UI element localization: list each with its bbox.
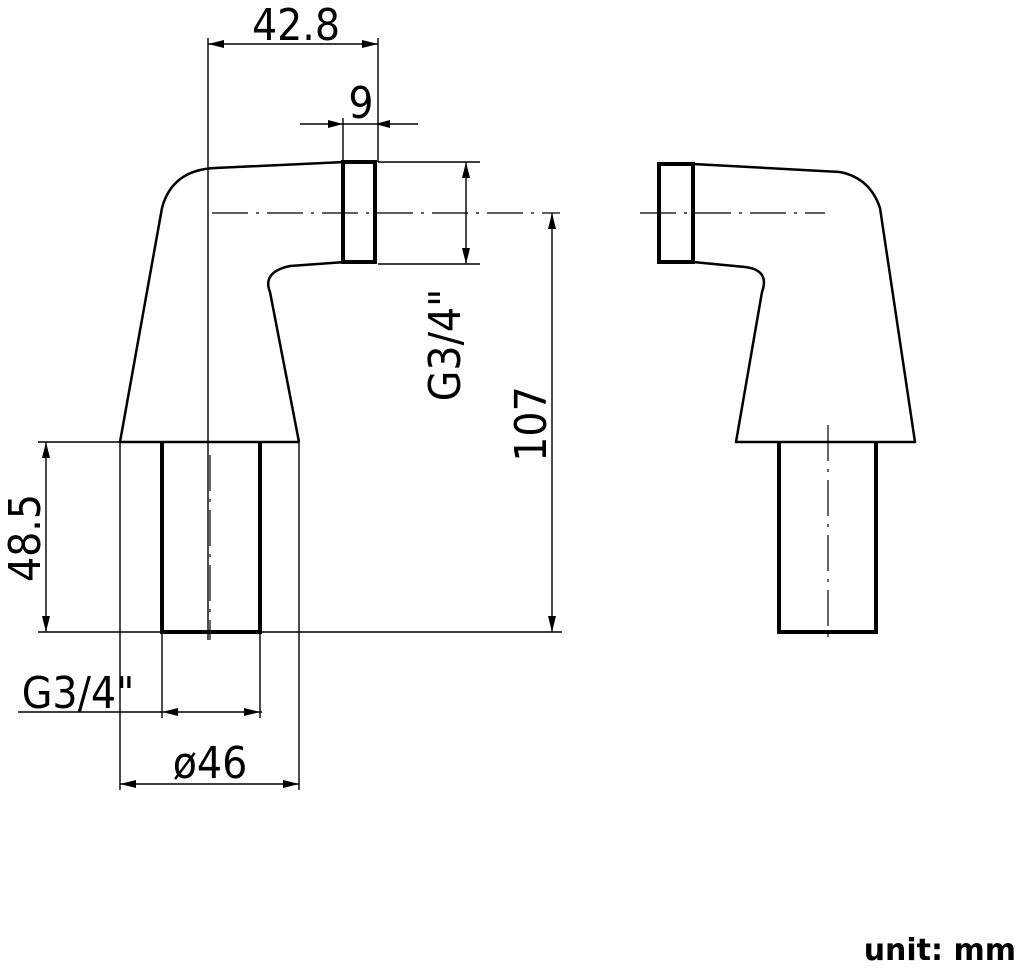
left-body-outline [118,160,346,444]
left-shank [160,442,262,634]
left-view [118,160,560,640]
dim-base-diameter: ø46 [173,738,248,789]
dim-side-thread: G3/4" [420,289,471,402]
right-body-outline [692,162,917,444]
right-view [640,162,917,640]
dim-shank-length: 48.5 [0,494,51,582]
dim-height: 107 [506,386,557,462]
left-nut [341,160,377,264]
dimension-lines [18,38,562,790]
right-shank [777,442,878,634]
dim-top-width: 42.8 [252,0,340,51]
unit-label: unit: mm [863,933,1016,968]
dim-bottom-thread: G3/4" [22,668,135,719]
dim-nut-width: 9 [348,78,373,129]
